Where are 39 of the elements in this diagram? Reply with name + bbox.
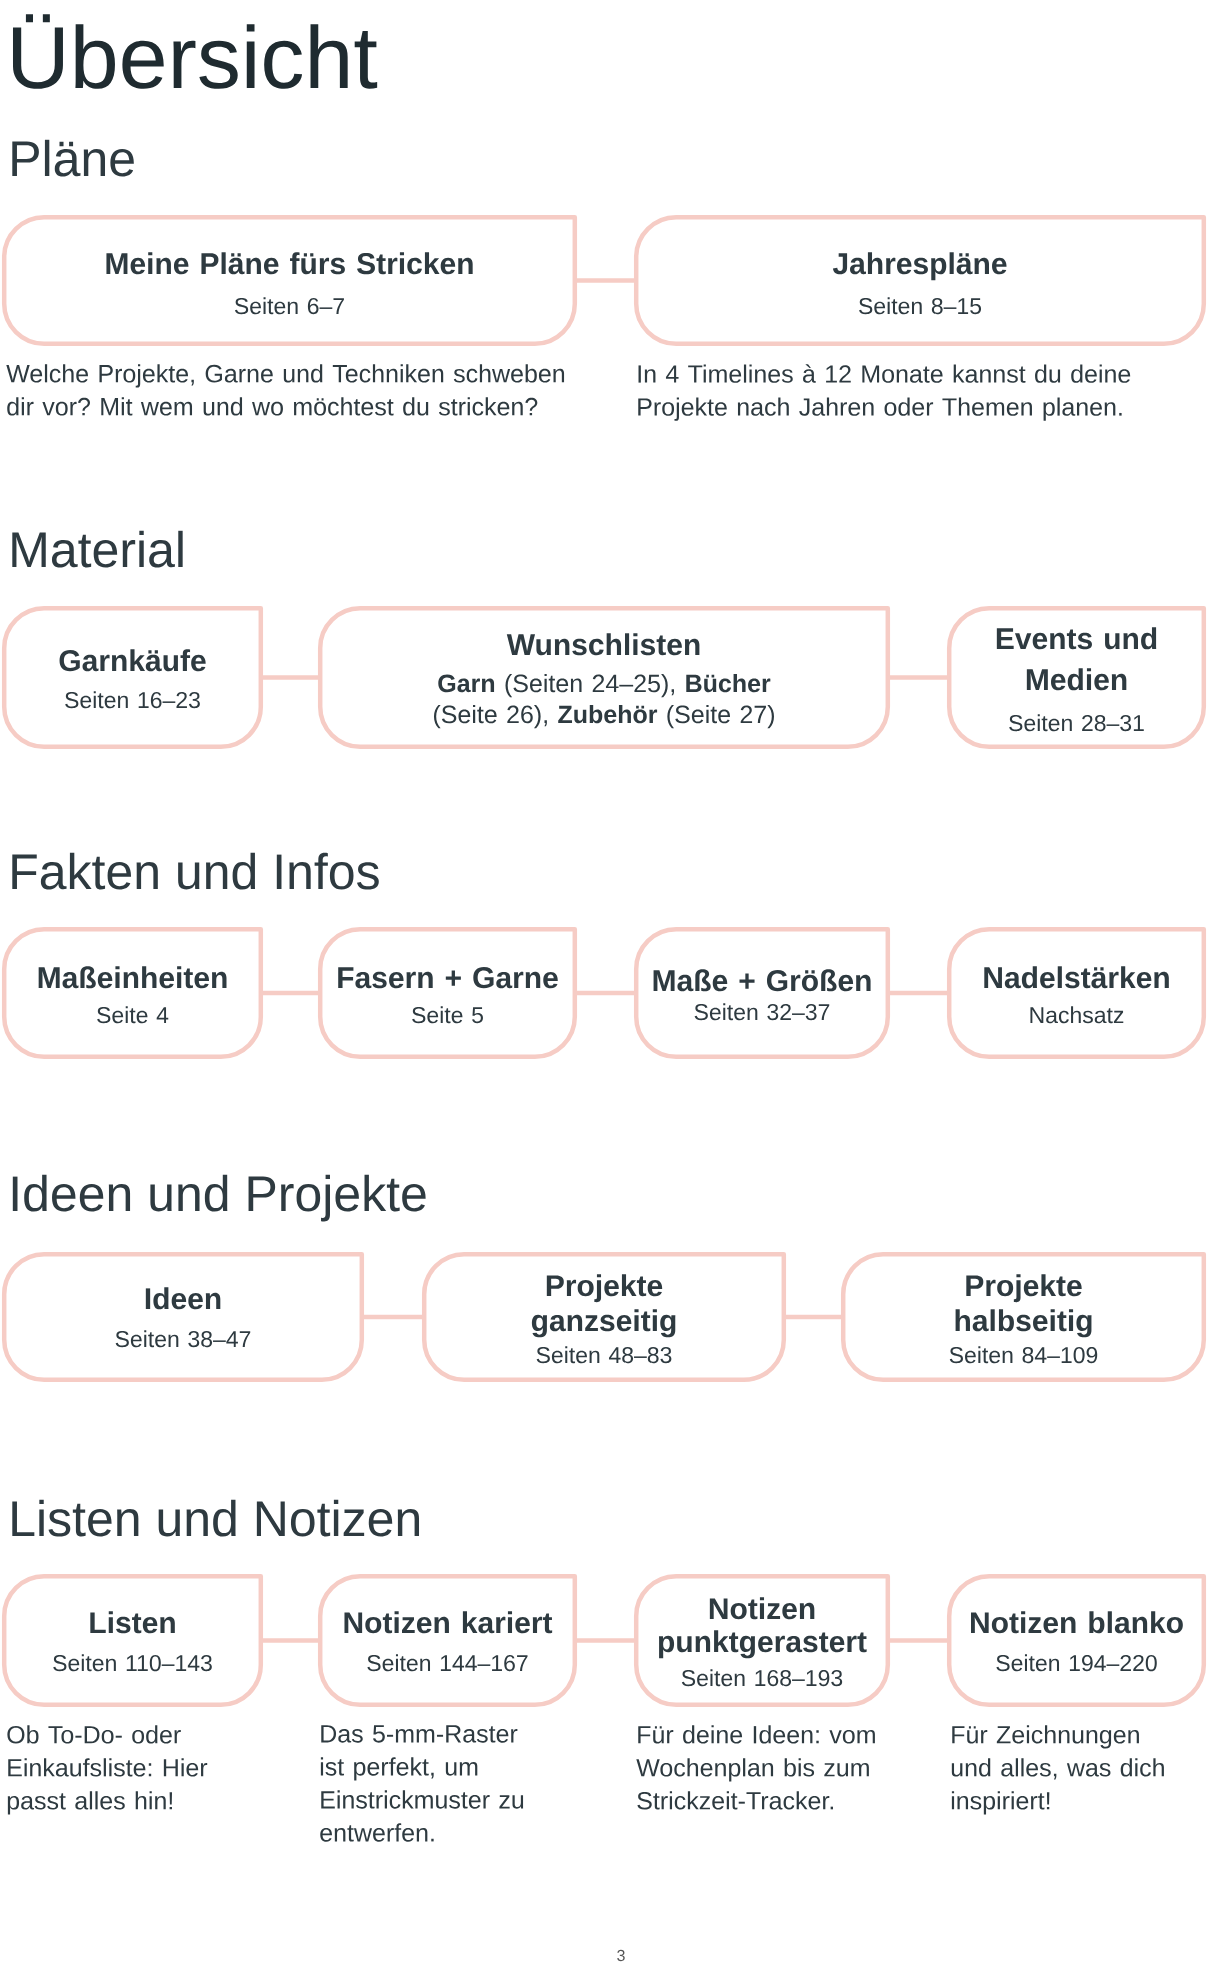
rounded-box: Notizen kariert Seiten 144–167 [317, 1573, 578, 1708]
rounded-box: Notizen punktgerastert Seiten 168–193 [633, 1573, 891, 1708]
description: Für deine Ideen: vom Wochenplan bis zum Strickzeit-Tracker. [636, 1725, 875, 1810]
rounded-box: Fasern + Garne Seite 5 [317, 926, 578, 1060]
rounded-box: Notizen blanko Seiten 194–220 [946, 1573, 1207, 1708]
connector-line [361, 1314, 425, 1320]
rounded-box: Events und Medien Seiten 28–31 [946, 605, 1207, 750]
description: Das 5-mm-Raster ist perfekt, um Einstrickmuster zu entwerfen. [320, 1725, 524, 1842]
rounded-box: Maße + Größen Seiten 32–37 [633, 926, 891, 1060]
rounded-box: Nadelstärken Nachsatz [946, 926, 1207, 1060]
connector-line [887, 675, 950, 680]
connector-line [783, 1314, 844, 1320]
rounded-box: Jahrespläne Seiten 8–15 [633, 214, 1207, 347]
rounded-box: Meine Pläne fürs Stricken Seiten 6–7 [1, 214, 578, 347]
title: Übersicht [13, 14, 378, 89]
rounded-box: Projekte halbseitig Seiten 84–109 [840, 1251, 1207, 1383]
section-heading: Listen und Notizen [12, 1499, 419, 1537]
connector-line [887, 990, 950, 996]
rounded-box: Listen Seiten 110–143 [1, 1573, 264, 1708]
rounded-box: Projekte ganzseitig Seiten 48–83 [421, 1251, 787, 1383]
page-number: 3 [617, 1949, 625, 1962]
connector-line [574, 990, 637, 996]
description: Ob To-Do- oder Einkaufsliste: Hier passt alles hin! [7, 1725, 208, 1815]
section-heading: Ideen und Projekte [12, 1174, 426, 1222]
connector-line [574, 1638, 637, 1643]
section-heading: Material [12, 530, 183, 568]
rounded-box: Garnkäufe Seiten 16–23 [1, 605, 264, 750]
rounded-box: Wunschlisten Garn (Seiten 24–25), Bücher (Seite 26), Zubehör (Seite 27) [317, 605, 891, 750]
connector-line [260, 1638, 321, 1643]
rounded-box: Ideen Seiten 38–47 [1, 1251, 365, 1383]
connector-line [260, 990, 321, 996]
connector-line [887, 1638, 950, 1643]
description: In 4 Timelines à 12 Monate kannst du deine Projekte nach Jahren oder Themen planen. [638, 364, 1131, 421]
description: Für Zeichnungen und alles, was dich inspiriert! [951, 1725, 1164, 1815]
connector-line [574, 278, 637, 283]
description: Welche Projekte, Garne und Techniken schweben dir vor? Mit wem und wo möchtest du stricken? [6, 364, 565, 416]
rounded-box: Maßeinheiten Seite 4 [1, 926, 264, 1060]
connector-line [260, 675, 321, 680]
section-heading: Fakten und Infos [12, 852, 379, 890]
